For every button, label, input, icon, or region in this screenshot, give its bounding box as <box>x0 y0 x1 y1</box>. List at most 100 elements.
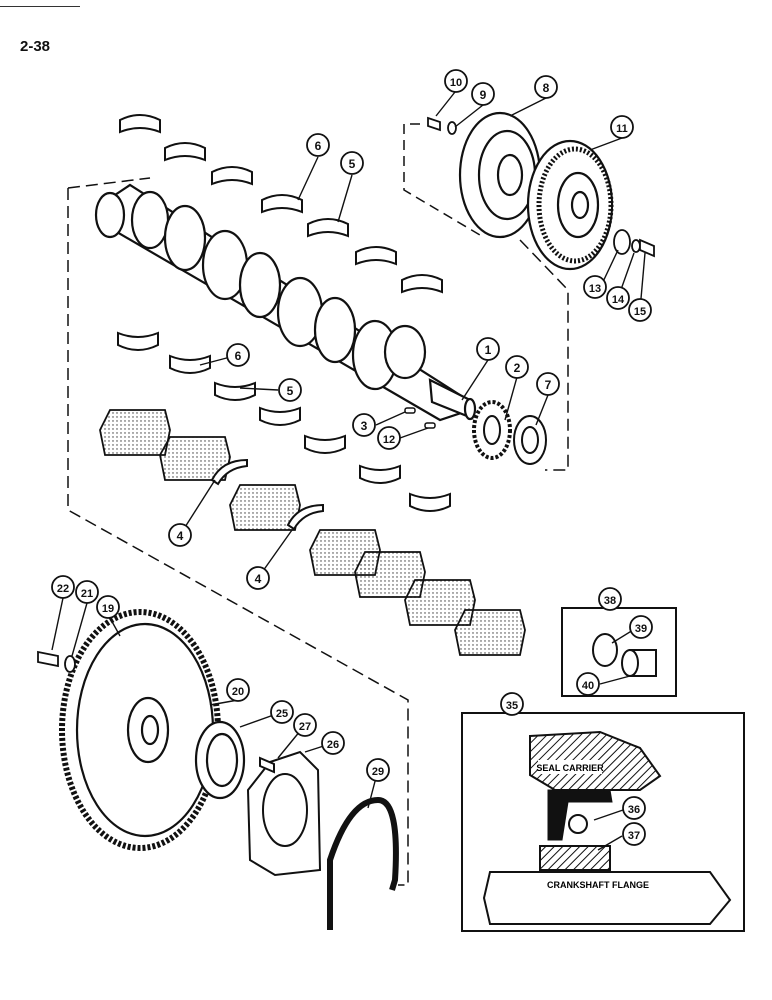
svg-text:2: 2 <box>514 361 521 375</box>
callout-11: 11 <box>610 115 634 139</box>
callout-29: 29 <box>366 758 390 782</box>
callout-26: 26 <box>321 731 345 755</box>
bearing-shell <box>169 354 211 374</box>
washer <box>447 121 457 135</box>
main-bearing-caps <box>99 409 526 656</box>
callout-5b: 5 <box>278 378 302 402</box>
callout-37: 37 <box>622 822 646 846</box>
bearing-shell <box>261 194 303 214</box>
svg-text:14: 14 <box>612 294 625 306</box>
svg-text:29: 29 <box>372 766 384 778</box>
callouts: 1 2 3 4 4 5 5 6 6 7 8 9 10 11 12 13 14 1… <box>51 69 653 846</box>
thrust-washer <box>286 503 324 531</box>
tool-40 <box>621 649 657 677</box>
flywheel <box>59 609 221 851</box>
callout-9: 9 <box>471 82 495 106</box>
callout-39: 39 <box>629 615 653 639</box>
dashed-boundary-damper <box>403 123 481 236</box>
page-number: 2-38 <box>20 38 51 55</box>
bearing-shell <box>211 166 253 186</box>
washer <box>631 239 641 253</box>
bearing-cap <box>159 436 231 481</box>
bearing-cap <box>454 609 526 656</box>
callout-40: 40 <box>576 672 600 696</box>
page-top-rule <box>0 6 80 7</box>
thrust-washer <box>210 458 248 486</box>
bearing-shell <box>409 492 451 512</box>
upper-bearing-shells <box>119 114 443 294</box>
thrust-washers <box>210 458 324 531</box>
bearing-shell <box>259 406 301 426</box>
callout-5a: 5 <box>340 151 364 175</box>
crank-gear <box>472 400 512 460</box>
rear-seal <box>194 720 246 800</box>
svg-text:39: 39 <box>635 623 647 635</box>
crankshaft <box>94 183 477 422</box>
callout-7: 7 <box>536 372 560 396</box>
svg-text:4: 4 <box>255 572 262 586</box>
callout-1: 1 <box>476 337 500 361</box>
callout-6b: 6 <box>226 343 250 367</box>
damper-hardware <box>427 116 655 258</box>
flange-hatch <box>539 845 611 871</box>
callout-27: 27 <box>293 713 317 737</box>
svg-text:27: 27 <box>299 721 311 733</box>
svg-text:38: 38 <box>604 595 616 607</box>
svg-text:10: 10 <box>450 77 462 89</box>
keys <box>404 407 436 429</box>
lip-seal <box>547 789 613 841</box>
svg-text:1: 1 <box>485 343 492 357</box>
svg-text:11: 11 <box>616 123 628 135</box>
svg-text:21: 21 <box>81 588 93 600</box>
callout-35: 35 <box>500 692 524 716</box>
callout-3: 3 <box>352 413 376 437</box>
callout-6a: 6 <box>306 133 330 157</box>
bearing-cap <box>229 484 301 531</box>
bearing-shell <box>307 218 349 238</box>
sleeve-39 <box>592 633 618 667</box>
washer <box>613 229 631 255</box>
washer <box>64 655 76 673</box>
callout-21: 21 <box>75 580 99 604</box>
callout-10: 10 <box>444 69 468 93</box>
svg-text:5: 5 <box>349 157 356 171</box>
svg-text:37: 37 <box>628 830 640 842</box>
callout-13: 13 <box>583 275 607 299</box>
callout-4a: 4 <box>168 523 192 547</box>
svg-text:12: 12 <box>383 434 395 446</box>
bearing-shell <box>119 114 161 134</box>
callout-4b: 4 <box>246 566 270 590</box>
callout-2: 2 <box>505 355 529 379</box>
callout-12: 12 <box>377 426 401 450</box>
bearing-cap <box>99 409 171 456</box>
rear-gasket <box>327 796 399 930</box>
callout-15: 15 <box>628 298 652 322</box>
callout-38: 38 <box>598 587 622 611</box>
bolt <box>427 116 441 132</box>
crankshaft-flange-label: CRANKSHAFT FLANGE <box>547 880 649 890</box>
lower-bearing-shells <box>117 331 451 512</box>
bolt <box>259 756 275 774</box>
svg-text:9: 9 <box>480 88 487 102</box>
bearing-cap <box>354 551 426 598</box>
front-seal <box>513 415 547 465</box>
damper <box>458 111 542 239</box>
svg-text:6: 6 <box>235 349 242 363</box>
callout-22: 22 <box>51 575 75 599</box>
bearing-shell <box>214 381 256 401</box>
svg-text:5: 5 <box>287 384 294 398</box>
callout-14: 14 <box>606 286 630 310</box>
svg-text:36: 36 <box>628 804 640 816</box>
svg-text:26: 26 <box>327 739 339 751</box>
inset-35-box: SEAL CARRIER CRANKSHAFT FLANGE <box>461 712 745 932</box>
dashed-boundary-main <box>67 177 569 886</box>
svg-text:7: 7 <box>545 378 552 392</box>
callout-20: 20 <box>226 678 250 702</box>
pulley <box>526 139 614 271</box>
svg-text:3: 3 <box>361 419 368 433</box>
svg-text:4: 4 <box>177 529 184 543</box>
svg-text:25: 25 <box>276 708 288 720</box>
callout-36: 36 <box>622 796 646 820</box>
bearing-shell <box>117 331 159 351</box>
